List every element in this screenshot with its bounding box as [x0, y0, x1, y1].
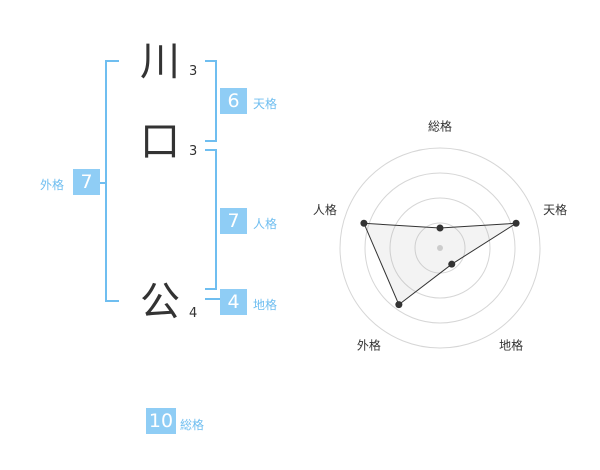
radar-axis-label-3: 地格	[499, 337, 523, 352]
jinkaku-bracket	[205, 149, 217, 290]
chikaku-label: 地格	[253, 298, 278, 312]
name-char-1: 川	[140, 39, 180, 85]
radar-axis-label-4: 外格	[357, 337, 381, 352]
soukaku-label: 総格	[180, 418, 205, 432]
radar-point-3	[448, 260, 456, 268]
radar-ring-2	[389, 197, 491, 299]
soukaku-value: 10	[146, 408, 176, 434]
jinkaku-label: 人格	[253, 217, 278, 231]
stroke-count-3: 4	[189, 306, 198, 321]
radar-point-5	[360, 219, 368, 227]
radar-point-4	[395, 301, 403, 309]
gaikaku-label: 外格	[40, 178, 65, 192]
radar-area	[363, 222, 517, 306]
radar-point-1	[436, 224, 444, 232]
radar-ring-4	[339, 147, 541, 349]
chikaku-connector	[205, 298, 220, 300]
chikaku-value: 4	[220, 289, 247, 315]
radar-axis-label-2: 天格	[543, 202, 567, 217]
stroke-count-1: 3	[189, 64, 198, 79]
tenkaku-value: 6	[220, 88, 247, 114]
radar-axis-label-5: 人格	[313, 202, 337, 217]
radar-point-2	[512, 219, 520, 227]
name-char-3: 公	[140, 279, 180, 325]
gaikaku-value: 7	[73, 169, 100, 195]
radar-ring-3	[364, 172, 516, 324]
radar-center	[437, 245, 443, 251]
radar-axis-label-1: 総格	[428, 119, 452, 134]
name-char-2: 口	[140, 119, 180, 165]
tenkaku-label: 天格	[253, 97, 278, 111]
jinkaku-value: 7	[220, 208, 247, 234]
outer-bracket	[105, 60, 119, 302]
stroke-count-2: 3	[189, 144, 198, 159]
tenkaku-bracket	[205, 60, 217, 142]
gaikaku-connector	[98, 182, 105, 184]
